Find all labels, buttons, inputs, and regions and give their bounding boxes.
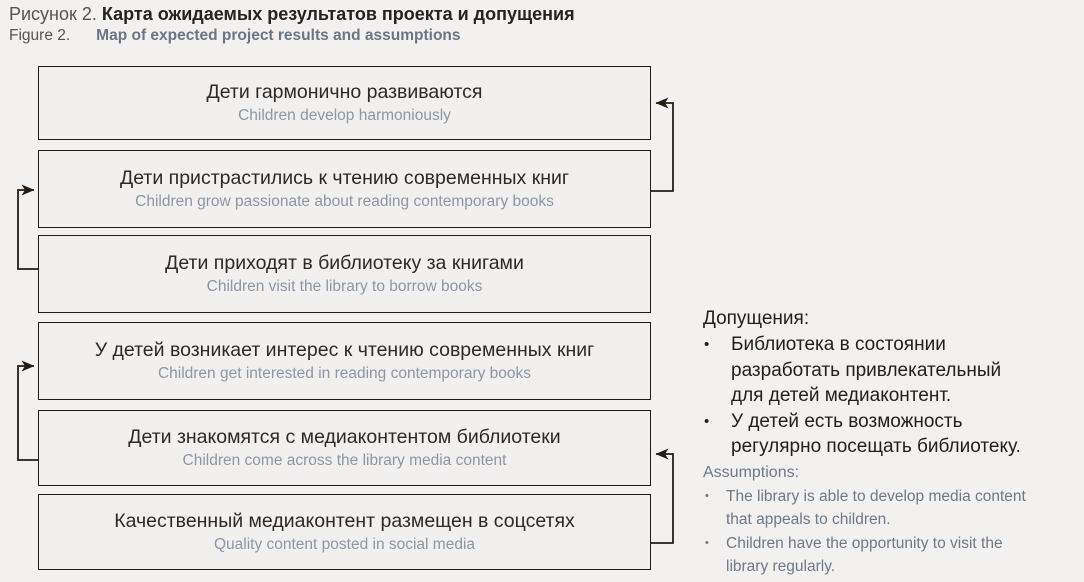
caption-russian-line: Рисунок 2. Карта ожидаемых результатов п… bbox=[9, 3, 575, 26]
arrow-box2-to-box1 bbox=[651, 97, 674, 192]
assumption-text-en: The library is able to develop media con… bbox=[726, 487, 1026, 529]
box-subtitle-en: Quality content posted in social media bbox=[213, 536, 476, 553]
box-title-ru: У детей возникает интерес к чтению совре… bbox=[94, 339, 595, 361]
assumption-text-ru: Библиотека в состоянии разработать привл… bbox=[731, 334, 1002, 406]
result-box-social-media: Качественный медиаконтент размещен в соц… bbox=[38, 494, 651, 570]
box-subtitle-en: Children come across the library media c… bbox=[182, 452, 507, 469]
bullet-icon: • bbox=[705, 536, 709, 549]
bullet-icon: • bbox=[704, 412, 710, 430]
box-title-ru: Дети приходят в библиотеку за книгами bbox=[165, 252, 524, 274]
figure-number-ru: Рисунок 2. bbox=[9, 4, 97, 24]
caption-english-line: Figure 2. Map of expected project results… bbox=[9, 26, 575, 46]
box-title-ru: Дети знакомятся с медиаконтентом библиот… bbox=[128, 426, 561, 448]
result-box-interest-reading: У детей возникает интерес к чтению совре… bbox=[38, 322, 651, 400]
assumption-ru-item: • У детей есть возможность регулярно пос… bbox=[700, 409, 1065, 460]
assumption-text-ru: У детей есть возможность регулярно посещ… bbox=[731, 410, 1021, 458]
box-subtitle-en: Children develop harmoniously bbox=[238, 107, 451, 124]
box-title-ru: Дети пристрастились к чтению современных… bbox=[120, 167, 569, 189]
arrow-box5-to-box4 bbox=[17, 360, 39, 461]
arrow-box6-to-box5 bbox=[651, 448, 674, 544]
result-box-visit-library: Дети приходят в библиотеку за книгами Ch… bbox=[38, 235, 651, 313]
assumption-ru-item: • Библиотека в состоянии разработать при… bbox=[700, 332, 1065, 409]
figure-title-en: Map of expected project results and assu… bbox=[96, 27, 461, 44]
figure-title-ru: Карта ожидаемых результатов проекта и до… bbox=[101, 4, 575, 24]
result-box-media-content: Дети знакомятся с медиаконтентом библиот… bbox=[38, 410, 651, 486]
bullet-icon: • bbox=[704, 336, 710, 353]
box-subtitle-en: Children grow passionate about reading c… bbox=[135, 193, 554, 210]
assumptions-panel: Допущения: • Библиотека в состоянии разр… bbox=[700, 306, 1065, 579]
box-subtitle-en: Children visit the library to borrow boo… bbox=[206, 278, 483, 295]
bullet-icon: • bbox=[705, 489, 709, 502]
assumption-text-en: Children have the opportunity to visit t… bbox=[726, 534, 1003, 576]
box-subtitle-en: Children get interested in reading conte… bbox=[157, 365, 532, 382]
box-title-ru: Дети гармонично развиваются bbox=[206, 81, 483, 103]
figure-number-en: Figure 2. bbox=[9, 27, 71, 44]
box-title-ru: Качественный медиаконтент размещен в соц… bbox=[114, 510, 575, 532]
arrow-box3-to-box2 bbox=[17, 184, 39, 270]
assumption-en-item: • Children have the opportunity to visit… bbox=[700, 532, 1065, 579]
assumption-en-item: • The library is able to develop media c… bbox=[700, 485, 1065, 532]
assumptions-heading-en: Assumptions: bbox=[703, 463, 800, 481]
assumptions-heading-ru: Допущения: bbox=[703, 308, 810, 329]
result-box-children-develop: Дети гармонично развиваются Children dev… bbox=[38, 66, 651, 140]
result-box-passionate-reading: Дети пристрастились к чтению современных… bbox=[38, 150, 651, 228]
figure-caption: Рисунок 2. Карта ожидаемых результатов п… bbox=[9, 3, 575, 46]
